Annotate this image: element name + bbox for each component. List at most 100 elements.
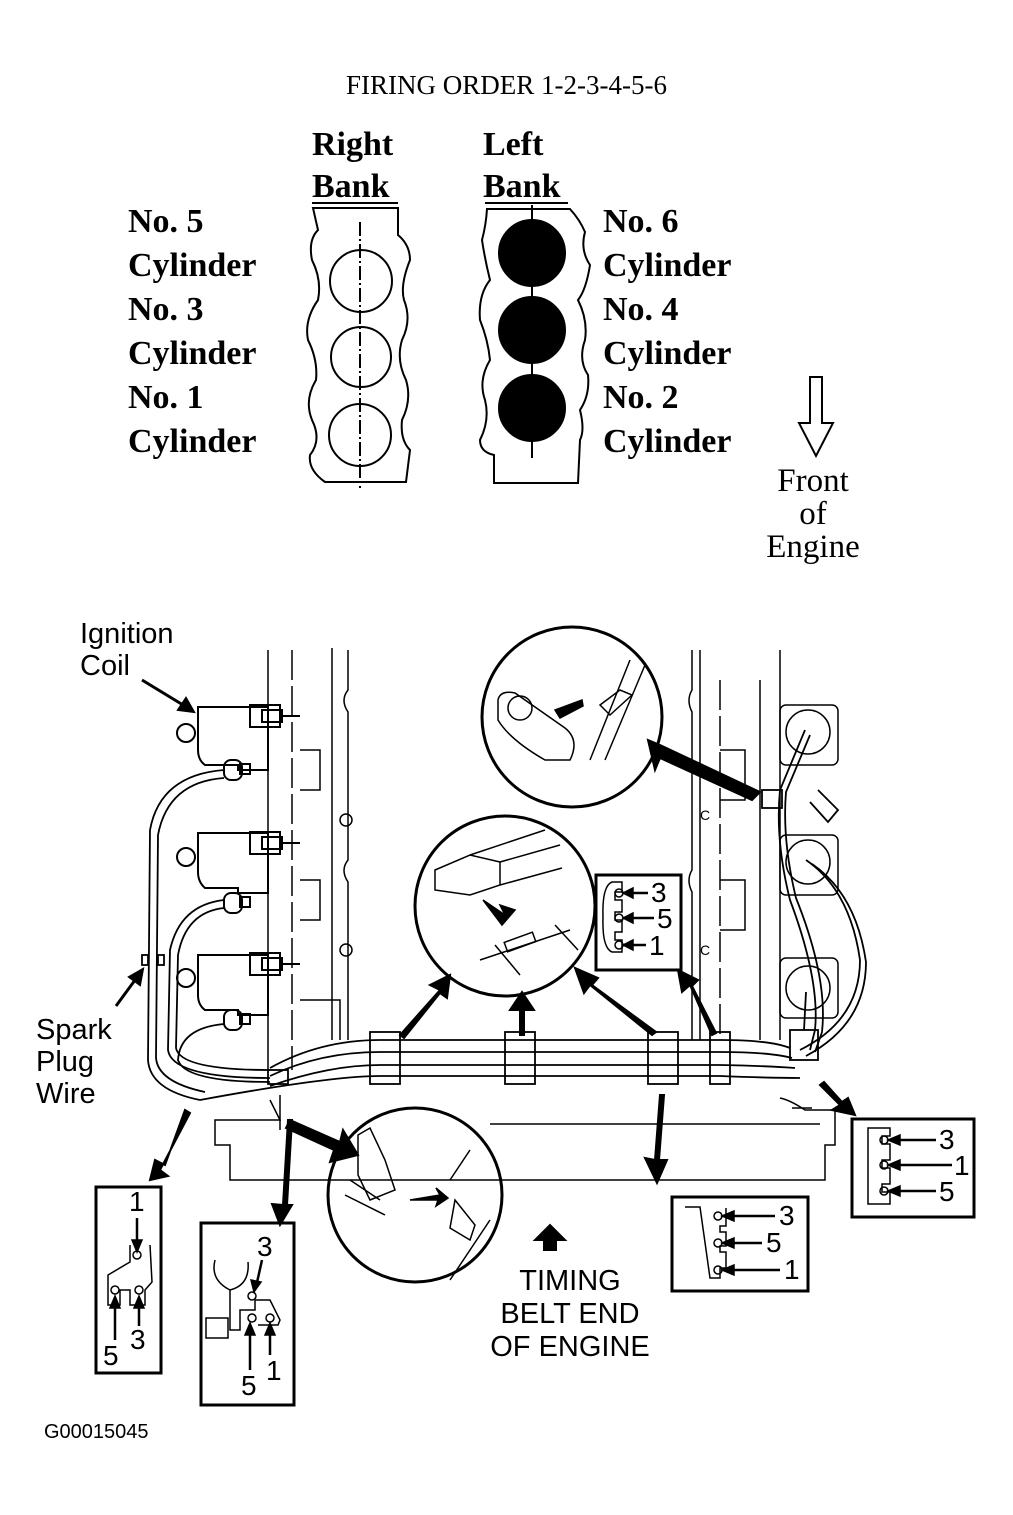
- detail-circle-clamp-top: [480, 625, 664, 809]
- cylinder-label: No. 4: [603, 291, 679, 328]
- cylinder-4-circle: [498, 296, 566, 364]
- ignition-coil-label: Ignition Coil: [80, 618, 174, 682]
- front-of-engine-line1: Front: [777, 463, 849, 499]
- front-arrow-icon: [797, 376, 835, 459]
- wire-clamp: [761, 789, 783, 809]
- svg-text:C: C: [700, 807, 710, 823]
- clamp-left2-num-top: 3: [257, 1231, 273, 1262]
- spark-plug-wires-right: [141, 769, 271, 1101]
- clamp-right-num-1: 3: [939, 1124, 955, 1155]
- front-of-engine-label: Front of Engine: [748, 465, 878, 564]
- clamp-lower-right-drawing: [867, 1127, 952, 1205]
- cylinder-label: No. 2: [603, 379, 679, 416]
- ignition-coil-line1: Ignition: [80, 618, 174, 650]
- left-bank-outline: [478, 208, 592, 484]
- cylinder-label: No. 5: [128, 203, 204, 240]
- clamp-upper-drawing: [602, 881, 654, 953]
- clamp-left2-num-bottom-left: 5: [241, 1370, 257, 1401]
- cylinder-label: Cylinder: [603, 335, 732, 372]
- pointer-arrow-icon: [398, 973, 452, 1040]
- spark-plug-wire-line2: Plug: [36, 1046, 95, 1078]
- left-bank-label: Left Bank: [483, 124, 561, 208]
- cylinder-6-circle: [498, 219, 566, 287]
- pointer-arrow-icon: [676, 968, 718, 1037]
- clamp-upper-num-3: 1: [649, 930, 665, 961]
- pointer-arrow-icon: [643, 1094, 669, 1186]
- timing-belt-end-label: TIMING BELT END OF ENGINE: [470, 1265, 670, 1364]
- cylinder-label: Cylinder: [603, 423, 732, 460]
- spark-plug-wire-label: Spark Plug Wire: [36, 1014, 112, 1110]
- clamp-box-upper: [594, 873, 683, 972]
- clamp-box-lower-right: [850, 1117, 976, 1219]
- left-cylinder-head: C C: [688, 650, 839, 1040]
- front-of-engine-line2: of: [799, 496, 827, 532]
- clamp-right-num-3: 5: [939, 1176, 955, 1207]
- right-bank-cylinder-labels: No. 5 Cylinder No. 3 Cylinder No. 1 Cyli…: [128, 200, 256, 464]
- cylinder-label: Cylinder: [128, 423, 257, 460]
- left-bank-cylinder-labels: No. 6 Cylinder No. 4 Cylinder No. 2 Cyli…: [603, 200, 731, 464]
- arrowhead-icon: [176, 696, 196, 714]
- cylinder-5-circle: [329, 249, 393, 313]
- wire-clamp: [789, 1029, 819, 1061]
- detail-clip-drawing: [344, 1126, 491, 1281]
- detail-clamp-top-drawing: [497, 659, 646, 761]
- right-bank-label-line1: Right: [312, 126, 394, 163]
- pointer-arrow-icon: [508, 990, 536, 1036]
- clamp-left2-num-bottom-right: 1: [266, 1355, 282, 1386]
- cylinder-label: No. 3: [128, 291, 204, 328]
- left-bank-label-line2: Bank: [483, 168, 561, 205]
- ignition-coil-line2: Coil: [80, 650, 130, 682]
- right-bank-outline: [306, 207, 412, 483]
- timing-belt-line1: TIMING: [519, 1265, 621, 1297]
- figure-id: G00015045: [44, 1421, 149, 1443]
- clamp-upper-num-2: 5: [657, 903, 673, 934]
- timing-belt-arrow-icon: [532, 1223, 568, 1251]
- pointer-arrow-icon: [148, 1108, 192, 1182]
- bolt-icon: [339, 943, 353, 957]
- cylinder-3-circle: [330, 326, 392, 388]
- spark-plug-wire-harness: [199, 1031, 801, 1101]
- right-bank-label: Right Bank: [312, 124, 393, 208]
- timing-belt-line2: BELT END: [500, 1298, 640, 1330]
- clamp-center-right-num-3: 1: [784, 1254, 800, 1285]
- firing-order-title: FIRING ORDER 1-2-3-4-5-6: [346, 70, 667, 100]
- cylinder-label: Cylinder: [128, 247, 257, 284]
- engine-block-lower: [214, 1095, 836, 1181]
- pointer-arrow-icon: [284, 1118, 360, 1164]
- cylinder-label: Cylinder: [128, 335, 257, 372]
- clamp-box-lower-left: [94, 1185, 163, 1375]
- ignition-coil-2: [176, 831, 300, 914]
- pointer-arrow-icon: [270, 1119, 294, 1228]
- arrowhead-icon: [127, 967, 145, 987]
- pointer-arrow-icon: [573, 966, 658, 1037]
- spark-plug-wire-line3: Wire: [36, 1078, 96, 1110]
- clamp-left-num-top: 1: [129, 1186, 145, 1217]
- clamp-left-num-bottom-right: 3: [130, 1324, 146, 1355]
- clamp-lower-left-2-drawing: [205, 1259, 281, 1370]
- pointer-arrow-icon: [646, 738, 762, 802]
- clamp-lower-center-right-drawing: [685, 1206, 780, 1279]
- detail-circle-clip: [326, 1106, 504, 1284]
- left-bank-label-line1: Left: [483, 126, 544, 163]
- cylinder-label: Cylinder: [603, 247, 732, 284]
- ignition-coil-1: [176, 704, 300, 781]
- clamp-lower-left-drawing: [107, 1218, 153, 1340]
- spark-plug-wires-left: [761, 729, 867, 1061]
- cylinder-label: No. 6: [603, 203, 679, 240]
- front-of-engine-line3: Engine: [766, 529, 860, 565]
- cylinder-2-circle: [498, 374, 566, 442]
- detail-connector-drawing: [434, 829, 579, 976]
- ignition-coil-3: [176, 952, 300, 1031]
- clamp-center-right-num-1: 3: [779, 1200, 795, 1231]
- cylinder-label: No. 1: [128, 379, 204, 416]
- clamp-box-lower-left-2: [199, 1221, 296, 1407]
- clamp-left-num-bottom-left: 5: [103, 1340, 119, 1371]
- right-bank-label-line2: Bank: [312, 168, 390, 205]
- clamp-right-num-2: 1: [954, 1150, 970, 1181]
- clamp-upper-num-1: 3: [651, 877, 667, 908]
- ignition-coil-pointer: [141, 678, 189, 710]
- pointer-arrow-icon: [818, 1080, 857, 1117]
- spark-plug-wire-line1: Spark: [36, 1014, 112, 1046]
- clamp-center-right-num-2: 5: [766, 1227, 782, 1258]
